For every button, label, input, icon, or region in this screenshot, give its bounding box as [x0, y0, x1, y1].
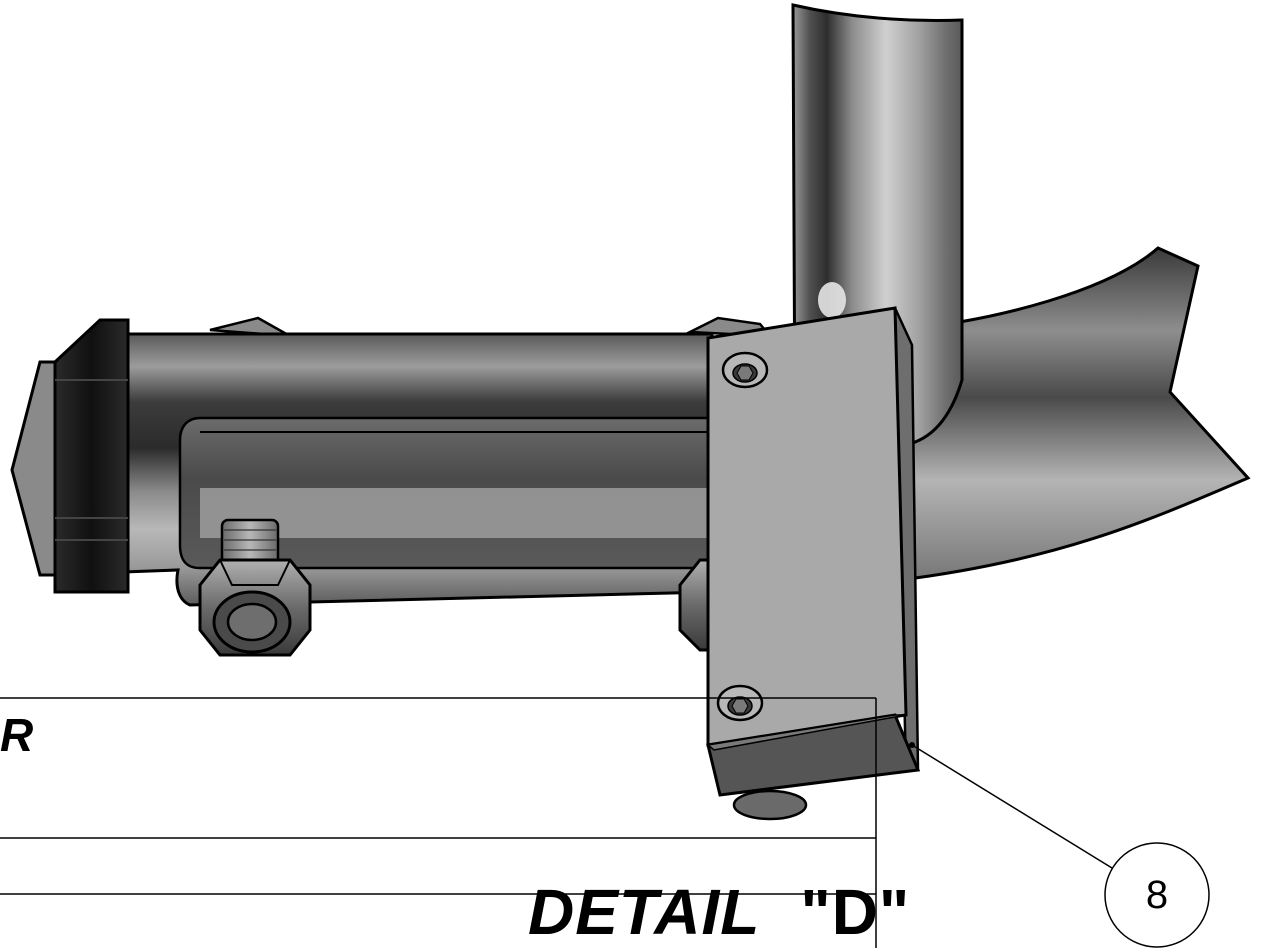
end-cap	[53, 318, 130, 594]
slot-highlight	[200, 488, 712, 538]
leader-arrow-dot	[909, 742, 915, 748]
bottom-nut	[732, 789, 808, 821]
detail-title-letter: "D"	[800, 876, 911, 948]
post-highlight	[818, 282, 846, 318]
detail-title-word: DETAIL	[528, 876, 761, 948]
socket-screw-bottom	[716, 684, 764, 722]
washer-left-hole	[226, 602, 278, 642]
hex-nut-left-face	[219, 559, 291, 586]
clamp-plate-foot-top	[706, 714, 907, 751]
table-fragment-label: R	[0, 709, 34, 761]
balloon-number: 8	[1145, 872, 1169, 917]
bent-tube	[898, 246, 1251, 582]
socket-screw-top	[721, 351, 769, 389]
title-block-fragment	[0, 697, 877, 948]
callout-balloon-icon	[1104, 842, 1210, 948]
end-cap-cone	[10, 360, 57, 577]
detail-title: DETAIL"D"	[528, 880, 910, 944]
leader-line-icon	[911, 744, 1113, 869]
